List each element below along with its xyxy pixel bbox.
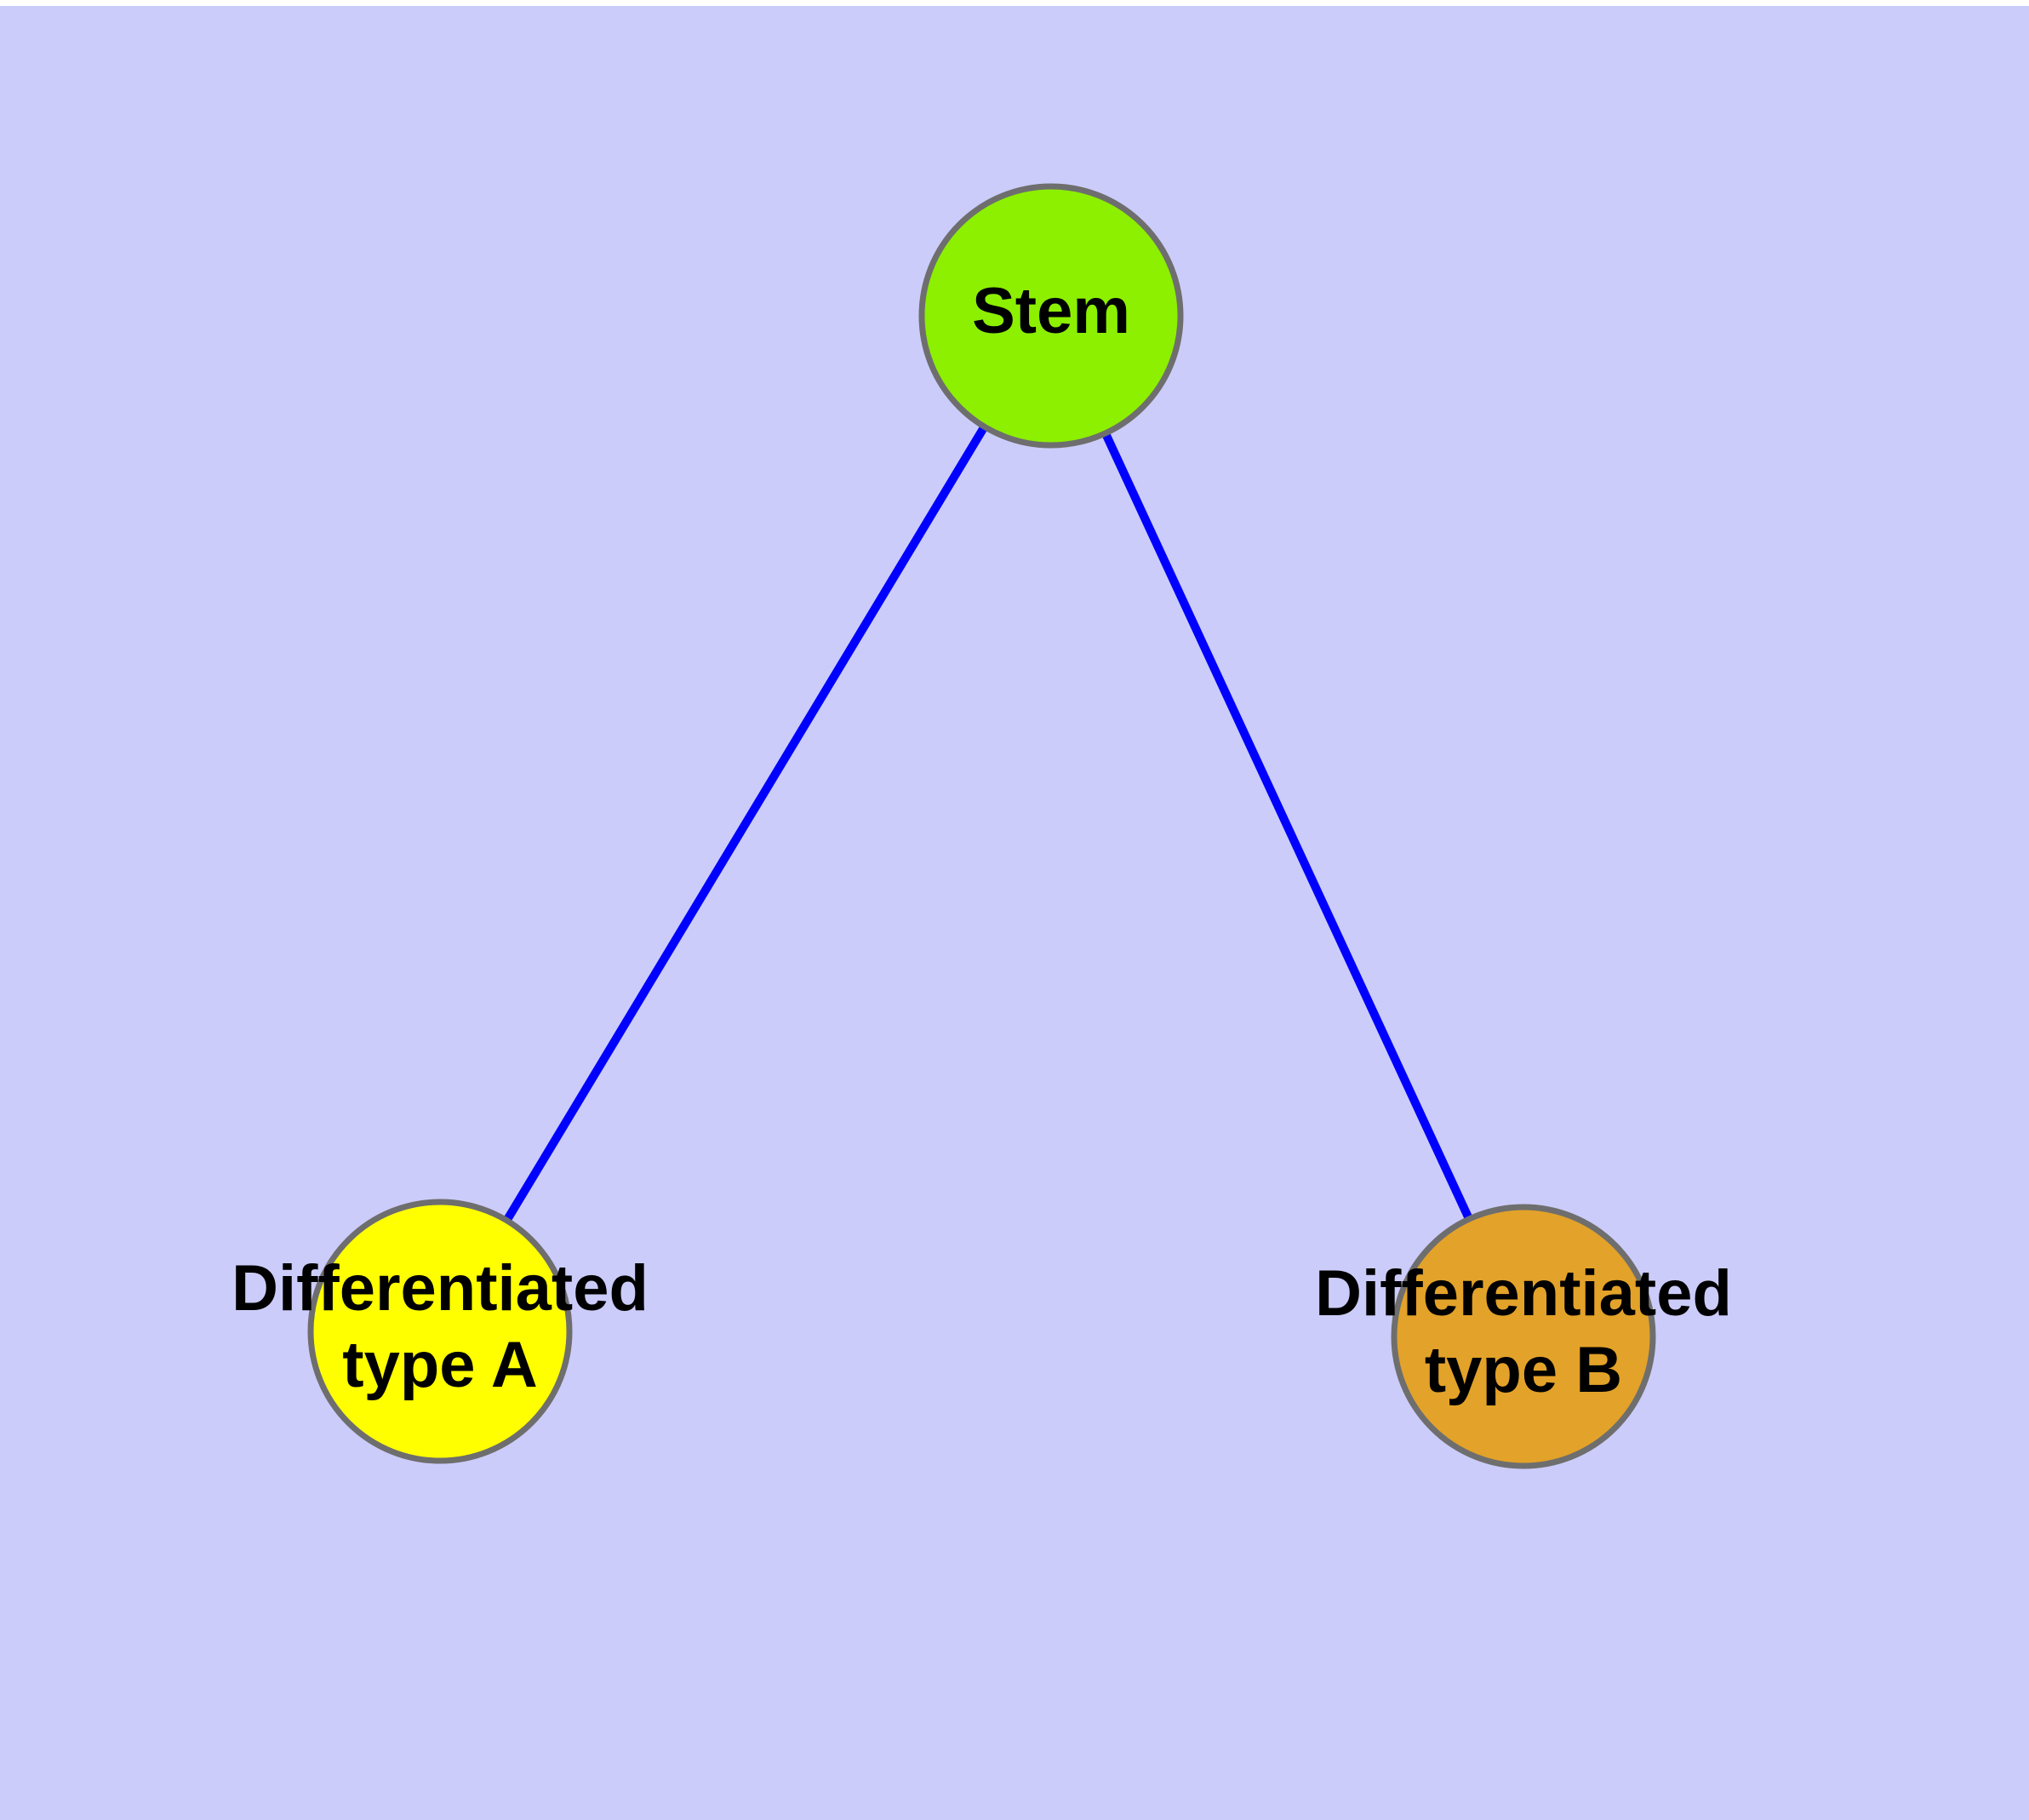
node-circle-stem[interactable] [918, 183, 1184, 449]
node-label-stem: Stem [972, 275, 1130, 347]
node-label-line: Differentiated [1315, 1257, 1732, 1330]
node-label-line: Differentiated [231, 1252, 649, 1325]
graph-edge[interactable] [501, 421, 990, 1226]
node-label-line: type A [342, 1329, 537, 1401]
node-label-line: Stem [972, 275, 1130, 347]
graph-edge[interactable] [1100, 428, 1475, 1224]
edges-layer [501, 421, 1475, 1226]
node-circle-diff_a[interactable] [307, 1199, 573, 1464]
node-circle-diff_b[interactable] [1391, 1204, 1656, 1469]
graph-node-stem[interactable]: Stem [918, 183, 1184, 449]
node-label-line: type B [1425, 1334, 1622, 1406]
